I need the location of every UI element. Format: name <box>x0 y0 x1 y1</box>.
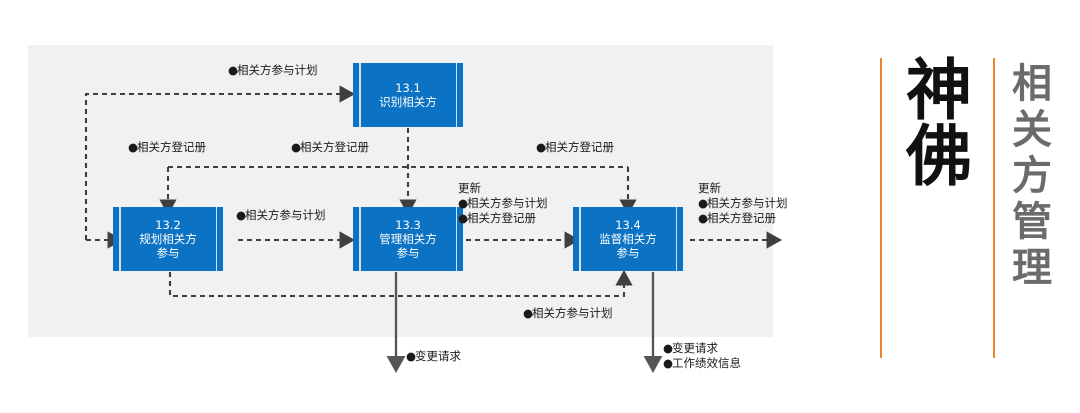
update-item: ●相关方参与计划 <box>698 196 788 210</box>
process-name-line1: 监督相关方 <box>599 232 657 246</box>
process-number: 13.1 <box>395 81 421 95</box>
flow-label-register-mid: ●相关方登记册 <box>291 140 369 154</box>
process-name-line2: 参与 <box>396 246 420 260</box>
flow-label-top-plan: ●相关方参与计划 <box>228 63 318 77</box>
flow-label-update-mid: 更新 ●相关方参与计划 ●相关方登记册 <box>458 181 548 226</box>
box-inner-rule-right <box>455 63 457 127</box>
output-item: ●变更请求 <box>663 341 718 355</box>
update-item: ●相关方登记册 <box>458 211 536 225</box>
process-name: 识别相关方 <box>379 95 437 109</box>
bullet-icon: ● <box>228 63 239 77</box>
box-inner-rule-left <box>579 207 581 271</box>
bullet-icon: ● <box>523 306 534 320</box>
process-name-line1: 规划相关方 <box>139 232 197 246</box>
bullet-icon: ● <box>536 140 547 154</box>
box-inner-rule-left <box>119 207 121 271</box>
process-name-line1: 管理相关方 <box>379 232 437 246</box>
bullet-icon: ● <box>236 208 247 222</box>
process-box-13-4[interactable]: 13.4 监督相关方 参与 <box>573 207 683 271</box>
flow-label-plan-mid: ●相关方参与计划 <box>236 208 326 222</box>
process-box-13-1[interactable]: 13.1 识别相关方 <box>353 63 463 127</box>
title-panel: 神佛 相关方管理 <box>860 0 1080 413</box>
bullet-icon: ● <box>663 356 674 370</box>
update-heading: 更新 <box>458 181 481 195</box>
brand-text: 神佛 <box>895 55 972 187</box>
box-inner-rule-right <box>455 207 457 271</box>
process-number: 13.2 <box>155 218 181 232</box>
box-inner-rule-left <box>359 207 361 271</box>
box-inner-rule-right <box>215 207 217 271</box>
bullet-icon: ● <box>698 196 709 210</box>
box-inner-rule-right <box>675 207 677 271</box>
flow-label-register-left: ●相关方登记册 <box>128 140 206 154</box>
flow-label-change-request-left: ●变更请求 <box>406 349 461 363</box>
process-name-line2: 参与 <box>156 246 180 260</box>
bullet-icon: ● <box>663 341 674 355</box>
process-box-13-2[interactable]: 13.2 规划相关方 参与 <box>113 207 223 271</box>
process-number: 13.4 <box>615 218 641 232</box>
flow-label-outputs-right: ●变更请求 ●工作绩效信息 <box>663 341 741 371</box>
process-box-13-3[interactable]: 13.3 管理相关方 参与 <box>353 207 463 271</box>
bullet-icon: ● <box>291 140 302 154</box>
process-number: 13.3 <box>395 218 421 232</box>
flow-label-update-right: 更新 ●相关方参与计划 ●相关方登记册 <box>698 181 788 226</box>
update-heading: 更新 <box>698 181 721 195</box>
subject-text: 相关方管理 <box>1005 62 1051 292</box>
update-item: ●相关方登记册 <box>698 211 776 225</box>
process-name-line2: 参与 <box>616 246 640 260</box>
accent-rule-left <box>880 58 882 358</box>
bullet-icon: ● <box>406 349 417 363</box>
output-item: ●工作绩效信息 <box>663 356 741 370</box>
bullet-icon: ● <box>128 140 139 154</box>
accent-rule-mid <box>993 58 995 358</box>
bullet-icon: ● <box>458 211 469 225</box>
flow-label-plan-bottom: ●相关方参与计划 <box>523 306 613 320</box>
bullet-icon: ● <box>698 211 709 225</box>
bullet-icon: ● <box>458 196 469 210</box>
flow-label-register-right: ●相关方登记册 <box>536 140 614 154</box>
box-inner-rule-left <box>359 63 361 127</box>
update-item: ●相关方参与计划 <box>458 196 548 210</box>
